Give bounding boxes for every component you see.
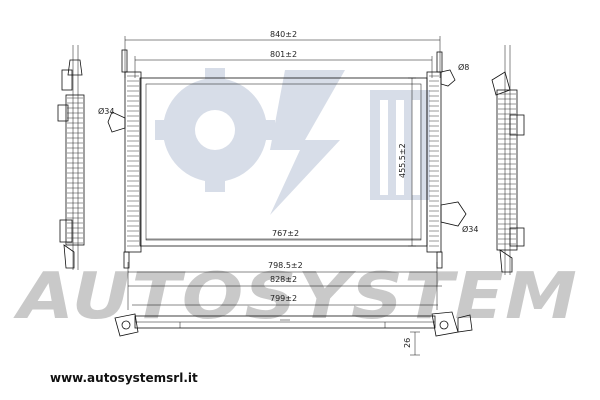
dim-bottom-view-width: 799±2 bbox=[270, 294, 297, 303]
website-url: www.autosystemsrl.it bbox=[50, 371, 198, 385]
dim-core-outer-width: 801±2 bbox=[270, 50, 297, 59]
dim-depth: 26 bbox=[403, 338, 412, 348]
dim-overall-width: 840±2 bbox=[270, 30, 297, 39]
left-side-view bbox=[57, 45, 85, 270]
dim-base-width: 828±2 bbox=[270, 275, 297, 284]
right-side-view bbox=[491, 45, 525, 275]
watermark-logo bbox=[155, 68, 430, 215]
dim-pipe-top: Ø8 bbox=[458, 62, 469, 72]
dim-mounts-width: 798.5±2 bbox=[268, 261, 303, 270]
radiator-bottom-view bbox=[114, 311, 473, 356]
radiator-front-view bbox=[107, 36, 467, 310]
dim-core-height: 455.5±2 bbox=[398, 143, 407, 178]
dim-pipe-right: Ø34 bbox=[462, 224, 478, 234]
dim-pipe-left: Ø34 bbox=[98, 106, 114, 116]
dim-core-inner-width: 767±2 bbox=[272, 229, 299, 238]
watermark-text: AUTOSYSTEM bbox=[12, 260, 578, 334]
